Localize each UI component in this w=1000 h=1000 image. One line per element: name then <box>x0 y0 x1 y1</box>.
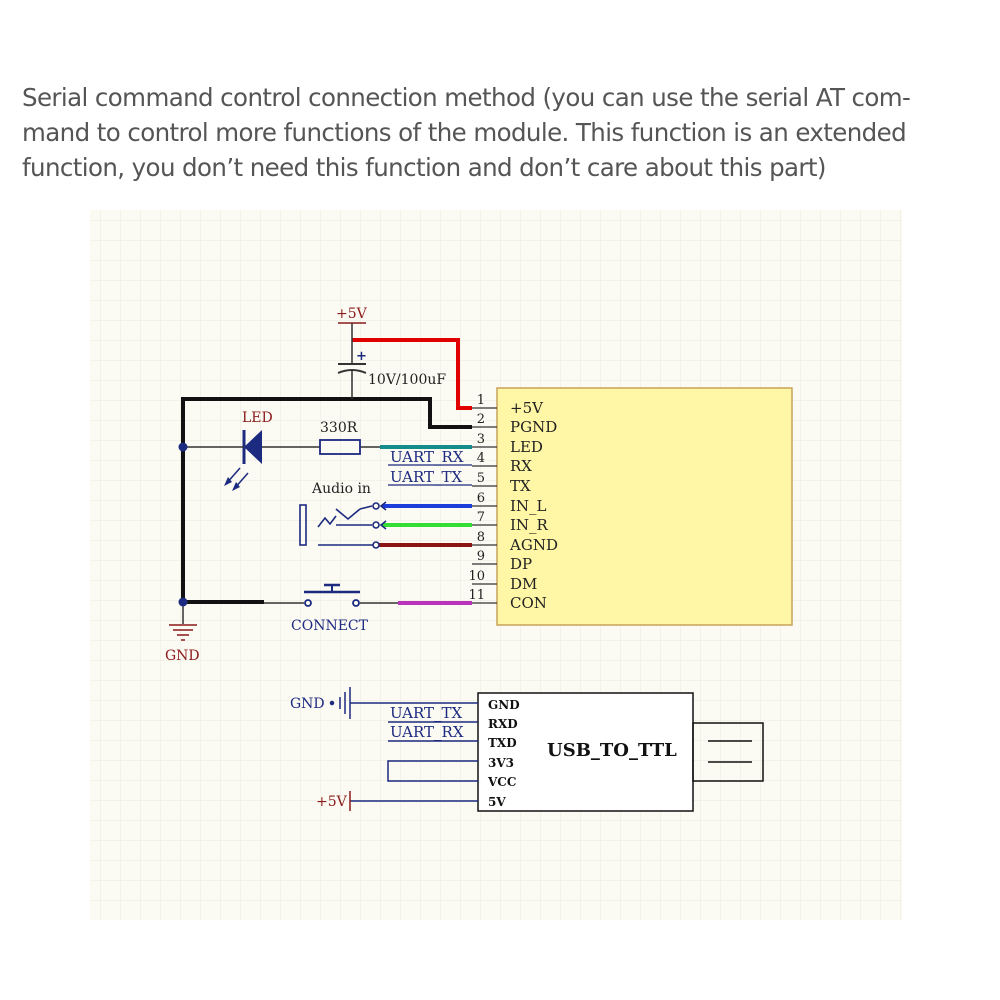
pin-number: 9 <box>477 549 485 564</box>
module-pin-name: +5V <box>510 399 544 417</box>
usb-connector <box>692 722 764 782</box>
module-pin-name: RX <box>510 457 532 475</box>
junction-dot <box>178 442 188 452</box>
wire-pgnd-black <box>181 397 472 604</box>
module-pin-name: LED <box>510 438 543 456</box>
module-pin-name: IN_R <box>510 516 549 534</box>
net-label-uart-rx: UART_RX <box>390 448 464 466</box>
usb-uart-labels: UART_TX UART_RX <box>390 704 464 741</box>
module-pin-name: IN_L <box>510 497 547 515</box>
junction-dot <box>178 597 188 607</box>
usb-vcc-label: +5V <box>316 794 348 810</box>
wire-5v-red <box>352 338 472 410</box>
usb-wires <box>350 702 478 802</box>
pin-number: 8 <box>477 530 485 545</box>
intro-line-3: function, you don’t need this function a… <box>22 153 826 182</box>
usb-pin-name: GND <box>488 698 520 712</box>
connect-switch <box>304 583 360 607</box>
audio-label: Audio in <box>311 481 371 497</box>
module-pin-name: PGND <box>510 418 557 436</box>
pin-number: 10 <box>468 569 485 584</box>
led-label: LED <box>242 410 273 426</box>
usb-net-label-uart-rx: UART_RX <box>390 723 464 741</box>
gnd-symbol <box>169 624 197 641</box>
usb-net-label-uart-tx: UART_TX <box>390 704 463 722</box>
capacitor-polarity: + <box>356 349 367 364</box>
module-pin-stubs <box>472 407 497 604</box>
resistor-label: 330R <box>320 420 358 436</box>
audio-jack-symbol <box>299 501 387 549</box>
intro-line-1: Serial command control connection method… <box>22 83 911 112</box>
capacitor-plate-bottom <box>337 369 367 374</box>
pin-number: 3 <box>477 432 485 447</box>
usb-pin-name: 5V <box>488 795 506 809</box>
module-pin-name: DP <box>510 555 532 573</box>
pin-number: 1 <box>477 393 485 408</box>
module-box <box>496 387 793 626</box>
module-pin-name: CON <box>510 594 547 612</box>
usb-module-box <box>477 692 694 812</box>
net-label-uart-tx: UART_TX <box>390 468 463 486</box>
gnd-label: GND <box>165 648 200 664</box>
usb-module-title: USB_TO_TTL <box>547 740 677 761</box>
pin-number: 5 <box>477 471 485 486</box>
module-pin-name: TX <box>510 477 531 495</box>
usb-pin-name: VCC <box>487 775 516 789</box>
power-label-5v: +5V <box>336 306 368 322</box>
pin-number: 4 <box>477 451 485 466</box>
usb-pin-names: GND RXD TXD 3V3 VCC 5V <box>487 698 520 809</box>
pin-number: 11 <box>468 588 485 603</box>
module-pin-name: AGND <box>509 536 558 554</box>
pin-number: 7 <box>477 510 485 525</box>
usb-gnd-symbol <box>329 687 356 719</box>
module-pin-names: +5V PGND LED RX TX IN_L IN_R AGND DP DM … <box>509 399 558 612</box>
intro-line-2: mand to control more functions of the mo… <box>22 118 907 147</box>
led-symbol <box>224 430 262 491</box>
module-pin-name: DM <box>510 575 537 593</box>
pin-number: 2 <box>477 412 485 427</box>
usb-pin-name: RXD <box>488 717 518 731</box>
capacitor-label: 10V/100uF <box>368 372 446 388</box>
pin-number: 6 <box>477 491 485 506</box>
intro-paragraph: Serial command control connection method… <box>22 80 972 185</box>
usb-pin-name: TXD <box>488 736 517 750</box>
usb-gnd-label: GND <box>290 696 325 712</box>
module-pin-numbers: 1 2 3 4 5 6 7 8 9 10 11 <box>468 393 485 603</box>
usb-pin-name: 3V3 <box>488 756 514 770</box>
connect-label: CONNECT <box>291 618 369 634</box>
resistor-symbol <box>319 439 361 455</box>
uart-labels-top: UART_RX UART_TX <box>390 448 464 486</box>
